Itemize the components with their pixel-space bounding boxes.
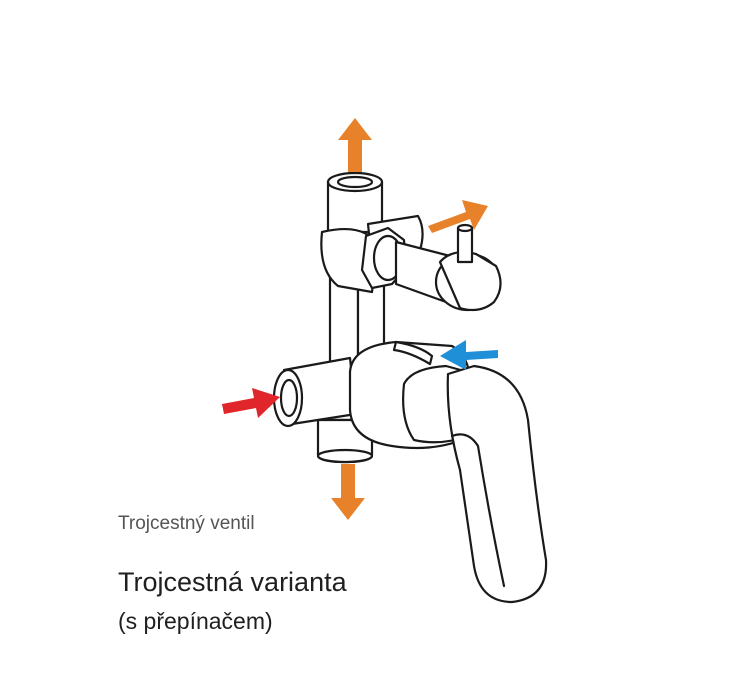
- variant-subtitle: (s přepínačem): [118, 608, 273, 634]
- hot-inlet-opening-inner: [279, 378, 299, 418]
- cold-inlet-arrow-icon: [440, 340, 498, 370]
- valve-type-caption: Trojcestný ventil: [118, 513, 255, 534]
- valve-illustration: [272, 171, 548, 604]
- top-outlet-opening-inner: [336, 175, 374, 189]
- diverter-knob-cap: [438, 251, 502, 312]
- variant-title: Trojcestná varianta: [118, 567, 347, 597]
- arrow-down-icon: [331, 464, 365, 520]
- arrow-up-icon: [338, 118, 372, 172]
- hot-inlet-arrow-icon: [222, 388, 280, 418]
- flow-arrows: [222, 118, 498, 520]
- diverter-knob-stem-top: [456, 223, 474, 233]
- diverter-knob-stem: [456, 226, 474, 264]
- lever-handle: [446, 364, 548, 604]
- arrow-right-icon: [428, 200, 488, 233]
- bottom-outlet-opening: [316, 448, 374, 464]
- lever-handle-edge: [450, 433, 506, 588]
- mixer-body-shade: [392, 340, 434, 366]
